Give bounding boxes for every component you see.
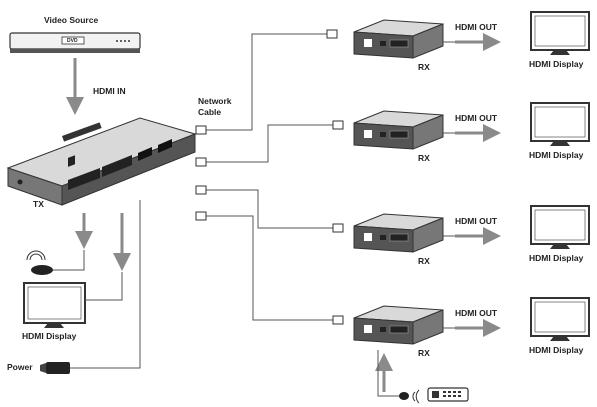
local-hdmi-display-label: HDMI Display — [22, 331, 77, 341]
rx-receiver-icon — [353, 213, 444, 253]
hdmi-display-label: HDMI Display — [529, 345, 584, 355]
hdmi-display-icon — [530, 102, 590, 146]
local-hdmi-display-icon — [23, 272, 123, 328]
ir-remote-icon — [375, 350, 469, 404]
power-adapter-icon — [40, 200, 141, 374]
network-cable-label-line2: Cable — [198, 107, 222, 117]
hdmi-in-label: HDMI IN — [93, 86, 126, 96]
tx-transmitter-icon — [6, 117, 197, 206]
network-cable-lines — [206, 33, 333, 321]
network-cable-label-line1: Network — [198, 96, 232, 106]
rx-label: RX — [418, 153, 430, 163]
power-label: Power — [7, 362, 33, 372]
ir-receiver-icon — [26, 250, 85, 275]
hdmi-out-label: HDMI OUT — [455, 216, 498, 226]
hdmi-display-label: HDMI Display — [529, 59, 584, 69]
hdmi-out-label: HDMI OUT — [455, 113, 498, 123]
hdmi-out-label: HDMI OUT — [455, 308, 498, 318]
video-source-label: Video Source — [44, 15, 99, 25]
rx-receiver-icon — [353, 19, 444, 59]
hdmi-display-icon — [530, 205, 590, 249]
rx-label: RX — [418, 256, 430, 266]
rx-receiver-icon — [353, 305, 444, 345]
hdmi-out-label: HDMI OUT — [455, 22, 498, 32]
rj45-connector-icon — [326, 29, 344, 325]
rx-receiver-icon — [353, 110, 444, 150]
dvd-label: DVD — [67, 38, 78, 44]
rx-label: RX — [418, 62, 430, 72]
hdmi-display-label: HDMI Display — [529, 253, 584, 263]
hdmi-display-icon — [530, 297, 590, 341]
tx-label: TX — [33, 199, 44, 209]
dvd-player-icon — [9, 32, 141, 53]
hdmi-display-label: HDMI Display — [529, 150, 584, 160]
hdmi-display-icon — [530, 11, 590, 55]
rx-label: RX — [418, 348, 430, 358]
rj45-connector-icon — [195, 125, 207, 221]
